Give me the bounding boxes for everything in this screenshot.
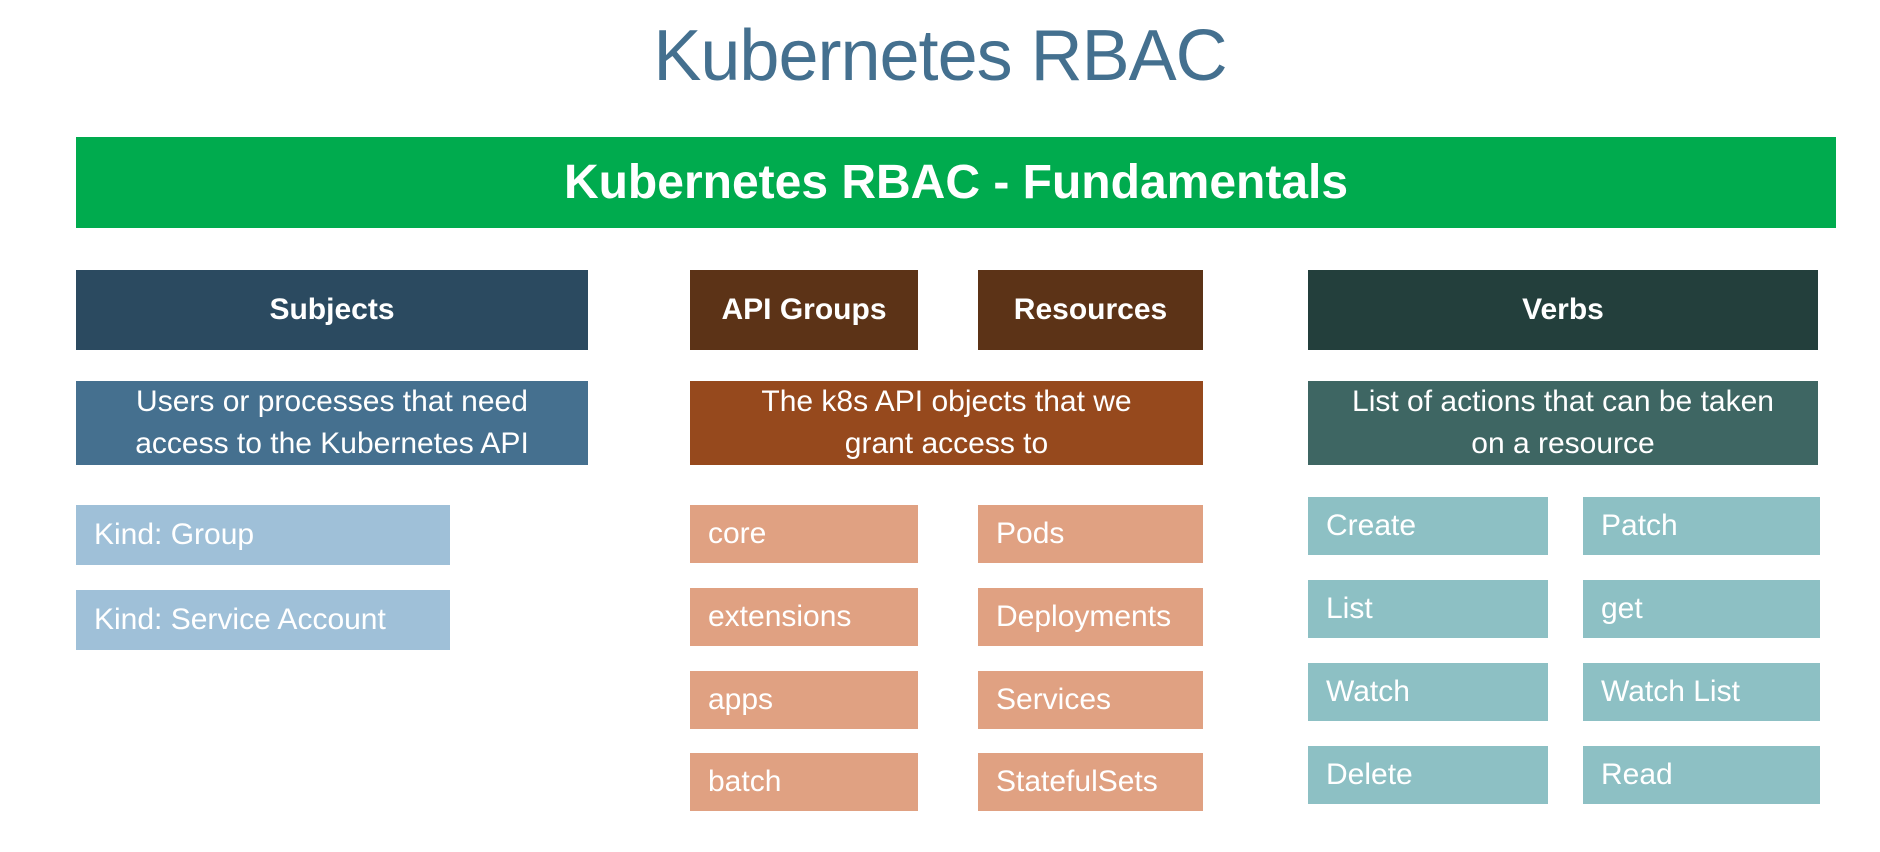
- verb-item-create: Create: [1308, 497, 1548, 555]
- subject-item-kind-group: Kind: Group: [76, 505, 450, 565]
- resources-header: Resources: [978, 270, 1203, 350]
- resource-item-deployments: Deployments: [978, 588, 1203, 646]
- verb-item-watch: Watch: [1308, 663, 1548, 721]
- api-group-item-extensions: extensions: [690, 588, 918, 646]
- verbs-description: List of actions that can be taken on a r…: [1308, 381, 1818, 465]
- verb-item-patch: Patch: [1583, 497, 1820, 555]
- subjects-description: Users or processes that need access to t…: [76, 381, 588, 465]
- resource-item-statefulsets: StatefulSets: [978, 753, 1203, 811]
- fundamentals-banner: Kubernetes RBAC - Fundamentals: [76, 137, 1836, 228]
- subject-item-kind-service-account: Kind: Service Account: [76, 590, 450, 650]
- page-title: Kubernetes RBAC: [653, 16, 1227, 96]
- api-objects-description: The k8s API objects that we grant access…: [690, 381, 1203, 465]
- subjects-header: Subjects: [76, 270, 588, 350]
- verb-item-get: get: [1583, 580, 1820, 638]
- resource-item-services: Services: [978, 671, 1203, 729]
- verbs-header: Verbs: [1308, 270, 1818, 350]
- verb-item-list: List: [1308, 580, 1548, 638]
- resource-item-pods: Pods: [978, 505, 1203, 563]
- api-group-item-batch: batch: [690, 753, 918, 811]
- verb-item-delete: Delete: [1308, 746, 1548, 804]
- verb-item-watch-list: Watch List: [1583, 663, 1820, 721]
- api-group-item-core: core: [690, 505, 918, 563]
- api-group-item-apps: apps: [690, 671, 918, 729]
- api-groups-header: API Groups: [690, 270, 918, 350]
- verb-item-read: Read: [1583, 746, 1820, 804]
